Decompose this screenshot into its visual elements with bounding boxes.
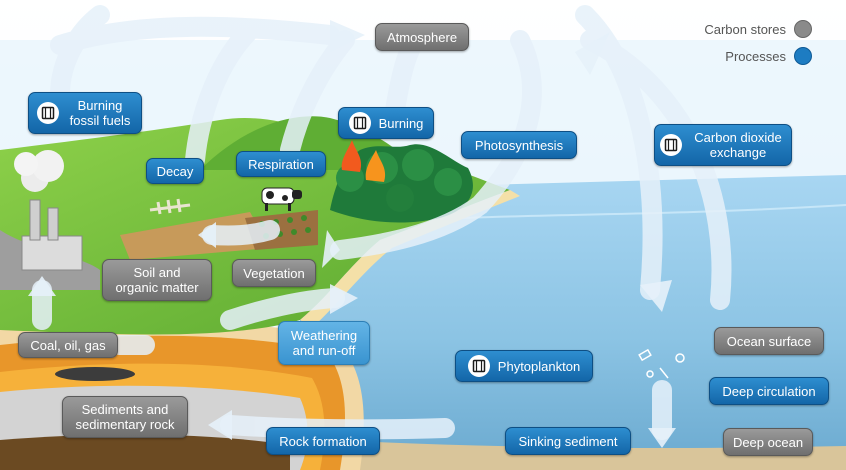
process-carbon-dioxide-exchange-label: Carbon dioxide exchange <box>694 130 782 160</box>
store-atmosphere[interactable]: Atmosphere <box>375 23 469 51</box>
legend-processes-swatch <box>794 47 812 65</box>
forest <box>330 144 473 223</box>
tree <box>434 168 462 196</box>
process-weathering-label: Weathering and run-off <box>290 328 358 358</box>
factory-icon <box>0 150 100 290</box>
store-sediments[interactable]: Sediments and sedimentary rock <box>62 396 188 438</box>
process-decay[interactable]: Decay <box>146 158 204 184</box>
process-burning-fossil-fuels[interactable]: Burning fossil fuels <box>28 92 142 134</box>
arrow-heads <box>28 20 676 448</box>
process-phytoplankton[interactable]: Phytoplankton <box>455 350 593 382</box>
process-deep-circulation[interactable]: Deep circulation <box>709 377 829 405</box>
store-vegetation[interactable]: Vegetation <box>232 259 316 287</box>
deep-rock-layer <box>0 434 290 470</box>
tree <box>386 184 414 212</box>
flow-arrow-photosynthesis <box>330 30 542 260</box>
process-rock-formation[interactable]: Rock formation <box>266 427 380 455</box>
process-carbon-dioxide-exchange[interactable]: Carbon dioxide exchange <box>654 124 792 166</box>
process-decay-label: Decay <box>156 163 194 179</box>
store-soil-label: Soil and organic matter <box>115 265 199 295</box>
process-rock-formation-label: Rock formation <box>279 433 367 449</box>
process-respiration-label: Respiration <box>248 156 314 172</box>
beach <box>300 190 520 328</box>
store-deep-ocean-label: Deep ocean <box>732 434 804 450</box>
store-coal-oil-gas[interactable]: Coal, oil, gas <box>18 332 118 358</box>
process-sinking-sediment[interactable]: Sinking sediment <box>505 427 631 455</box>
store-atmosphere-label: Atmosphere <box>386 29 458 45</box>
legend-stores-swatch <box>794 20 812 38</box>
flow-arrow-vegetation-to-soil <box>202 220 280 246</box>
phytoplankton-icon <box>638 348 685 379</box>
flow-arrow-burning <box>385 40 420 120</box>
store-sediments-label: Sediments and sedimentary rock <box>75 402 175 432</box>
sea-floor <box>330 440 846 470</box>
film-icon <box>660 134 682 156</box>
flow-arrow-weathering <box>220 288 345 330</box>
fire-icon <box>341 140 362 172</box>
film-icon <box>467 355 490 377</box>
film-icon <box>37 102 59 124</box>
flow-arrow-decay <box>185 20 260 170</box>
legend-processes-label: Processes <box>725 48 786 64</box>
cow-icon <box>261 187 302 211</box>
store-vegetation-label: Vegetation <box>243 265 305 281</box>
process-burning[interactable]: Burning <box>338 107 434 139</box>
store-soil-organic-matter[interactable]: Soil and organic matter <box>102 259 212 301</box>
process-burning-fossil-fuels-label: Burning fossil fuels <box>69 98 131 128</box>
flow-arrow-respiration <box>280 30 355 160</box>
legend-stores-label: Carbon stores <box>704 21 786 37</box>
legend-processes: Processes <box>725 47 812 65</box>
store-coal-oil-gas-label: Coal, oil, gas <box>30 337 106 353</box>
process-respiration[interactable]: Respiration <box>236 151 326 177</box>
decay-remains-icon <box>149 198 191 215</box>
tree <box>402 149 434 181</box>
coal-seam <box>55 367 135 381</box>
store-ocean-surface-label: Ocean surface <box>726 333 812 349</box>
process-sinking-sediment-label: Sinking sediment <box>518 433 618 449</box>
process-phytoplankton-label: Phytoplankton <box>497 358 581 374</box>
process-photosynthesis-label: Photosynthesis <box>474 137 564 153</box>
film-icon <box>348 112 371 134</box>
fire-icon <box>365 150 386 182</box>
process-deep-circulation-label: Deep circulation <box>722 383 816 399</box>
store-deep-ocean[interactable]: Deep ocean <box>723 428 813 456</box>
process-photosynthesis[interactable]: Photosynthesis <box>461 131 577 159</box>
process-burning-label: Burning <box>378 115 424 131</box>
flow-arrow-smoke <box>50 5 110 105</box>
process-weathering-run-off[interactable]: Weathering and run-off <box>278 321 370 365</box>
store-ocean-surface[interactable]: Ocean surface <box>714 327 824 355</box>
legend-carbon-stores: Carbon stores <box>704 20 812 38</box>
farm-field <box>120 212 270 260</box>
